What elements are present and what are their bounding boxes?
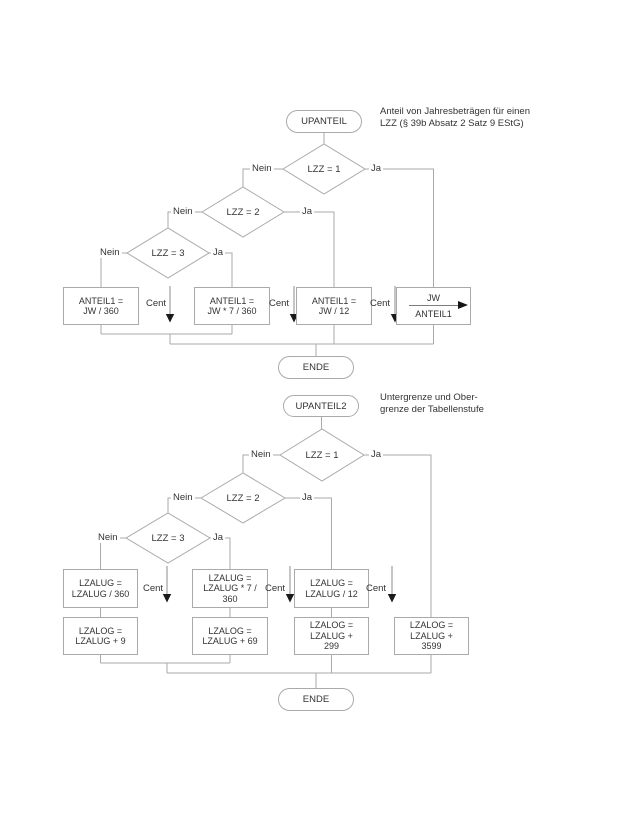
- process-lzalug-12: LZALUG = LZALUG / 12: [294, 569, 369, 608]
- end-terminal-bottom: ENDE: [278, 688, 354, 711]
- box-text-line: ANTEIL1 =: [209, 295, 255, 306]
- decision-label-lzz3-b: LZZ = 3: [151, 533, 185, 544]
- down-arrow-icon: [162, 594, 172, 603]
- assign-numerator: JW: [427, 292, 440, 303]
- start-terminal-upanteil2: UPANTEIL2: [283, 395, 359, 417]
- box-text-line: LZALOG =: [208, 625, 252, 636]
- decision-diamond-lzz1: [282, 143, 366, 195]
- branch-label-ja: Ja: [211, 532, 226, 543]
- decision-diamond-lzz2: [201, 186, 285, 238]
- box-text-line: 3599: [421, 641, 442, 652]
- cent-label: Cent: [370, 298, 391, 309]
- box-text-line: LZALUG +: [310, 630, 353, 641]
- box-text-line: LZALOG =: [409, 620, 454, 631]
- decision-label-lzz3: LZZ = 3: [151, 248, 185, 259]
- box-text-line: LZALUG =: [310, 578, 353, 588]
- branch-label-ja: Ja: [300, 492, 315, 503]
- terminal-label: UPANTEIL2: [295, 400, 347, 412]
- box-text-line: JW / 360: [83, 306, 119, 316]
- box-text-line: LZALUG =: [208, 572, 252, 583]
- cent-arrow-lines-bottom: [166, 566, 393, 595]
- process-anteil1-jw-360: ANTEIL1 = JW / 360: [63, 287, 139, 325]
- down-arrow-icon: [165, 314, 175, 323]
- process-lzalug-360: LZALUG = LZALUG / 360: [63, 569, 138, 608]
- cent-label: Cent: [269, 298, 290, 309]
- branch-label-nein: Nein: [249, 449, 273, 460]
- box-text-line: LZALUG * 7 /: [203, 583, 257, 594]
- decision-label-lzz2-b: LZZ = 2: [226, 493, 260, 504]
- box-text-line: LZALUG =: [79, 578, 122, 588]
- process-anteil1-jw7-360: ANTEIL1 = JW * 7 / 360: [194, 287, 270, 325]
- branch-label-nein: Nein: [171, 492, 195, 503]
- branch-label-ja: Ja: [211, 247, 226, 258]
- terminal-label: ENDE: [302, 694, 330, 705]
- box-text-line: ANTEIL1 =: [311, 295, 357, 306]
- box-text-line: LZALUG + 9: [75, 636, 126, 646]
- box-text-line: JW * 7 / 360: [207, 306, 257, 316]
- box-text-line: LZALOG =: [309, 620, 354, 631]
- top-chart-annotation: Anteil von Jahresbeträgen für einen LZZ …: [380, 106, 530, 129]
- decision-diamond-lzz2-b: [200, 472, 286, 524]
- process-lzalog-69: LZALOG = LZALUG + 69: [192, 617, 268, 655]
- annotation-line: LZZ (§ 39b Absatz 2 Satz 9 EStG): [380, 117, 524, 129]
- process-lzalog-9: LZALOG = LZALUG + 9: [63, 617, 138, 655]
- box-text-line: LZALOG =: [78, 625, 123, 636]
- decision-diamond-lzz3-b: [125, 512, 211, 564]
- end-terminal-top: ENDE: [278, 356, 354, 379]
- right-arrow-icon: [457, 301, 468, 309]
- decision-diamond-lzz1-b: [279, 428, 365, 482]
- box-text-line: LZALUG +: [410, 630, 453, 641]
- down-arrow-icon: [285, 594, 295, 603]
- decision-label-lzz1-b: LZZ = 1: [305, 450, 339, 461]
- process-jw-to-anteil1: JW ANTEIL1: [396, 287, 471, 325]
- cent-label: Cent: [366, 583, 387, 594]
- annotation-line: Untergrenze und Ober-: [380, 392, 478, 403]
- branch-label-ja: Ja: [369, 449, 384, 460]
- cent-label: Cent: [265, 583, 286, 594]
- branch-label-nein: Nein: [171, 206, 195, 217]
- annotation-line: Anteil von Jahresbeträgen für einen: [380, 106, 530, 117]
- branch-label-ja: Ja: [300, 206, 315, 217]
- process-anteil1-jw-12: ANTEIL1 = JW / 12: [296, 287, 372, 325]
- down-arrow-icon: [387, 594, 397, 603]
- assign-fraction-bar: [408, 301, 468, 309]
- branch-label-nein: Nein: [98, 247, 122, 258]
- branch-label-nein: Nein: [250, 163, 274, 174]
- box-text-line: LZALUG / 12: [305, 588, 358, 599]
- branch-label-nein: Nein: [96, 532, 120, 543]
- bottom-chart-annotation: Untergrenze und Ober- grenze der Tabelle…: [380, 392, 484, 415]
- assign-denominator: ANTEIL1: [415, 309, 452, 319]
- decision-diamond-lzz3: [126, 227, 210, 279]
- box-text-line: LZALUG + 69: [202, 636, 258, 646]
- cent-arrow-lines-top: [169, 286, 396, 315]
- cent-label: Cent: [143, 583, 164, 594]
- box-text-line: ANTEIL1 =: [78, 295, 124, 306]
- box-text-line: 299: [323, 641, 340, 652]
- box-text-line: LZALUG / 360: [71, 588, 130, 599]
- start-terminal-upanteil: UPANTEIL: [286, 110, 362, 133]
- branch-label-ja: Ja: [369, 163, 384, 174]
- process-lzalog-299: LZALOG = LZALUG + 299: [294, 617, 369, 655]
- box-text-line: 360: [222, 593, 238, 604]
- decision-label-lzz2: LZZ = 2: [226, 207, 260, 218]
- cent-label: Cent: [146, 298, 167, 309]
- decision-label-lzz1: LZZ = 1: [307, 164, 341, 175]
- terminal-label: ENDE: [302, 362, 330, 373]
- process-lzalug-7-360: LZALUG = LZALUG * 7 / 360: [192, 569, 268, 608]
- box-text-line: JW / 12: [318, 306, 350, 316]
- annotation-line: grenze der Tabellenstufe: [380, 403, 484, 415]
- terminal-label: UPANTEIL: [301, 116, 347, 127]
- process-lzalog-3599: LZALOG = LZALUG + 3599: [394, 617, 469, 655]
- fraction-line: [408, 305, 459, 306]
- bottom-chart-connectors: [100, 417, 432, 688]
